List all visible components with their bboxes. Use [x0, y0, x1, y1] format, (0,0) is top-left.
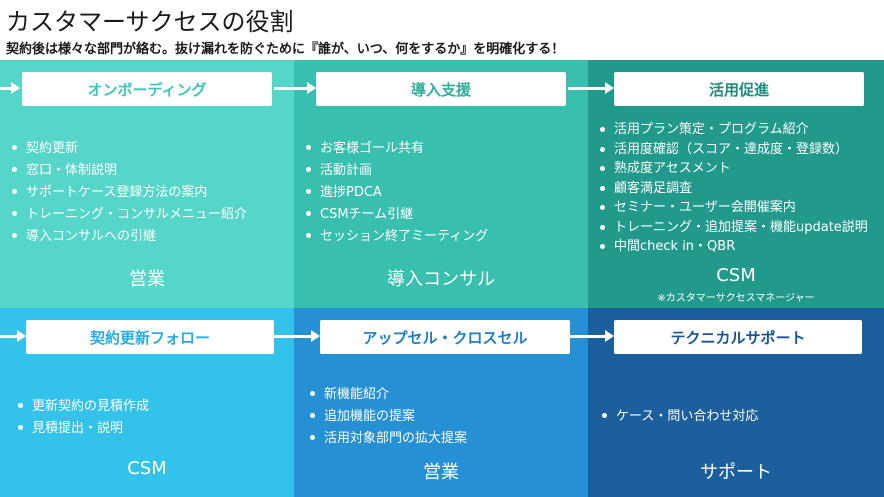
list-item: セミナー・ユーザー会開催案内: [600, 198, 868, 218]
owner-note-usage-promotion: ※カスタマーサクセスマネージャー: [657, 293, 815, 304]
owner-label-onboarding: 営業: [129, 269, 165, 290]
list-item: 活動計画: [306, 160, 488, 182]
owner-label-upsell-cross-sell: 営業: [423, 462, 459, 483]
list-item: 新機能紹介: [310, 384, 467, 406]
list-item: トレーニング・追加提案・機能update説明: [600, 218, 868, 238]
flow-arrow: [274, 82, 316, 94]
list-item: 契約更新: [12, 138, 247, 160]
cell-upsell-cross-sell: アップセル・クロスセル 新機能紹介 追加機能の提案 活用対象部門の拡大提案 営業: [294, 308, 588, 497]
task-list-onboarding: 契約更新 窓口・体制説明 サポートケース登録方法の案内 トレーニング・コンサルメ…: [12, 138, 247, 248]
task-list-technical-support: ケース・問い合わせ対応: [602, 406, 758, 428]
list-item: 窓口・体制説明: [12, 160, 247, 182]
list-item: 追加機能の提案: [310, 406, 467, 428]
list-item: 活用プラン策定・プログラム紹介: [600, 120, 868, 140]
task-list-upsell-cross-sell: 新機能紹介 追加機能の提案 活用対象部門の拡大提案: [310, 384, 467, 450]
list-item: セッション終了ミーティング: [306, 226, 488, 248]
cell-renewal-follow-up: 契約更新フォロー 更新契約の見積作成 見積提出・説明 CSM: [0, 308, 294, 497]
list-item: 熟成度アセスメント: [600, 159, 868, 179]
flow-arrow: [274, 330, 320, 342]
list-item: サポートケース登録方法の案内: [12, 182, 247, 204]
phase-label-renewal-follow-up: 契約更新フォロー: [26, 320, 274, 354]
list-item: 更新契約の見積作成: [18, 396, 149, 418]
list-item: お客様ゴール共有: [306, 138, 488, 160]
page-subtitle: 契約後は様々な部門が絡む。抜け漏れを防ぐために『誰が、いつ、何をするか』を明確化…: [6, 42, 565, 57]
phase-label-technical-support: テクニカルサポート: [614, 320, 862, 354]
flow-arrow: [568, 82, 614, 94]
list-item: 活用対象部門の拡大提案: [310, 428, 467, 450]
owner-label-technical-support: サポート: [700, 462, 772, 483]
list-item: 導入コンサルへの引継: [12, 226, 247, 248]
owner-label-implementation-support: 導入コンサル: [387, 269, 495, 290]
list-item: 中間check in・QBR: [600, 237, 868, 257]
task-list-renewal-follow-up: 更新契約の見積作成 見積提出・説明: [18, 396, 149, 440]
list-item: トレーニング・コンサルメニュー紹介: [12, 204, 247, 226]
list-item: ケース・問い合わせ対応: [602, 406, 758, 428]
cell-implementation-support: 導入支援 お客様ゴール共有 活動計画 進捗PDCA CSMチーム引継 セッション…: [294, 60, 588, 308]
owner-label-renewal-follow-up: CSM: [127, 458, 167, 479]
list-item: 見積提出・説明: [18, 418, 149, 440]
phase-label-usage-promotion: 活用促進: [614, 72, 864, 106]
page-title: カスタマーサクセスの役割: [6, 8, 294, 36]
phase-label-onboarding: オンボーディング: [22, 72, 272, 106]
owner-label-usage-promotion: CSM: [716, 265, 756, 286]
task-list-implementation-support: お客様ゴール共有 活動計画 進捗PDCA CSMチーム引継 セッション終了ミーテ…: [306, 138, 488, 248]
task-list-usage-promotion: 活用プラン策定・プログラム紹介 活用度確認（スコア・達成度・登録数） 熟成度アセ…: [600, 120, 868, 257]
list-item: 活用度確認（スコア・達成度・登録数）: [600, 140, 868, 160]
flow-arrow: [0, 330, 26, 342]
list-item: CSMチーム引継: [306, 204, 488, 226]
phase-label-upsell-cross-sell: アップセル・クロスセル: [320, 320, 570, 354]
phase-label-implementation-support: 導入支援: [316, 72, 566, 106]
cell-technical-support: テクニカルサポート ケース・問い合わせ対応 サポート: [588, 308, 884, 497]
flow-arrow: [568, 330, 614, 342]
cell-usage-promotion: 活用促進 活用プラン策定・プログラム紹介 活用度確認（スコア・達成度・登録数） …: [588, 60, 884, 308]
cell-onboarding: オンボーディング 契約更新 窓口・体制説明 サポートケース登録方法の案内 トレー…: [0, 60, 294, 308]
list-item: 顧客満足調査: [600, 179, 868, 199]
list-item: 進捗PDCA: [306, 182, 488, 204]
flow-arrow: [0, 82, 20, 94]
